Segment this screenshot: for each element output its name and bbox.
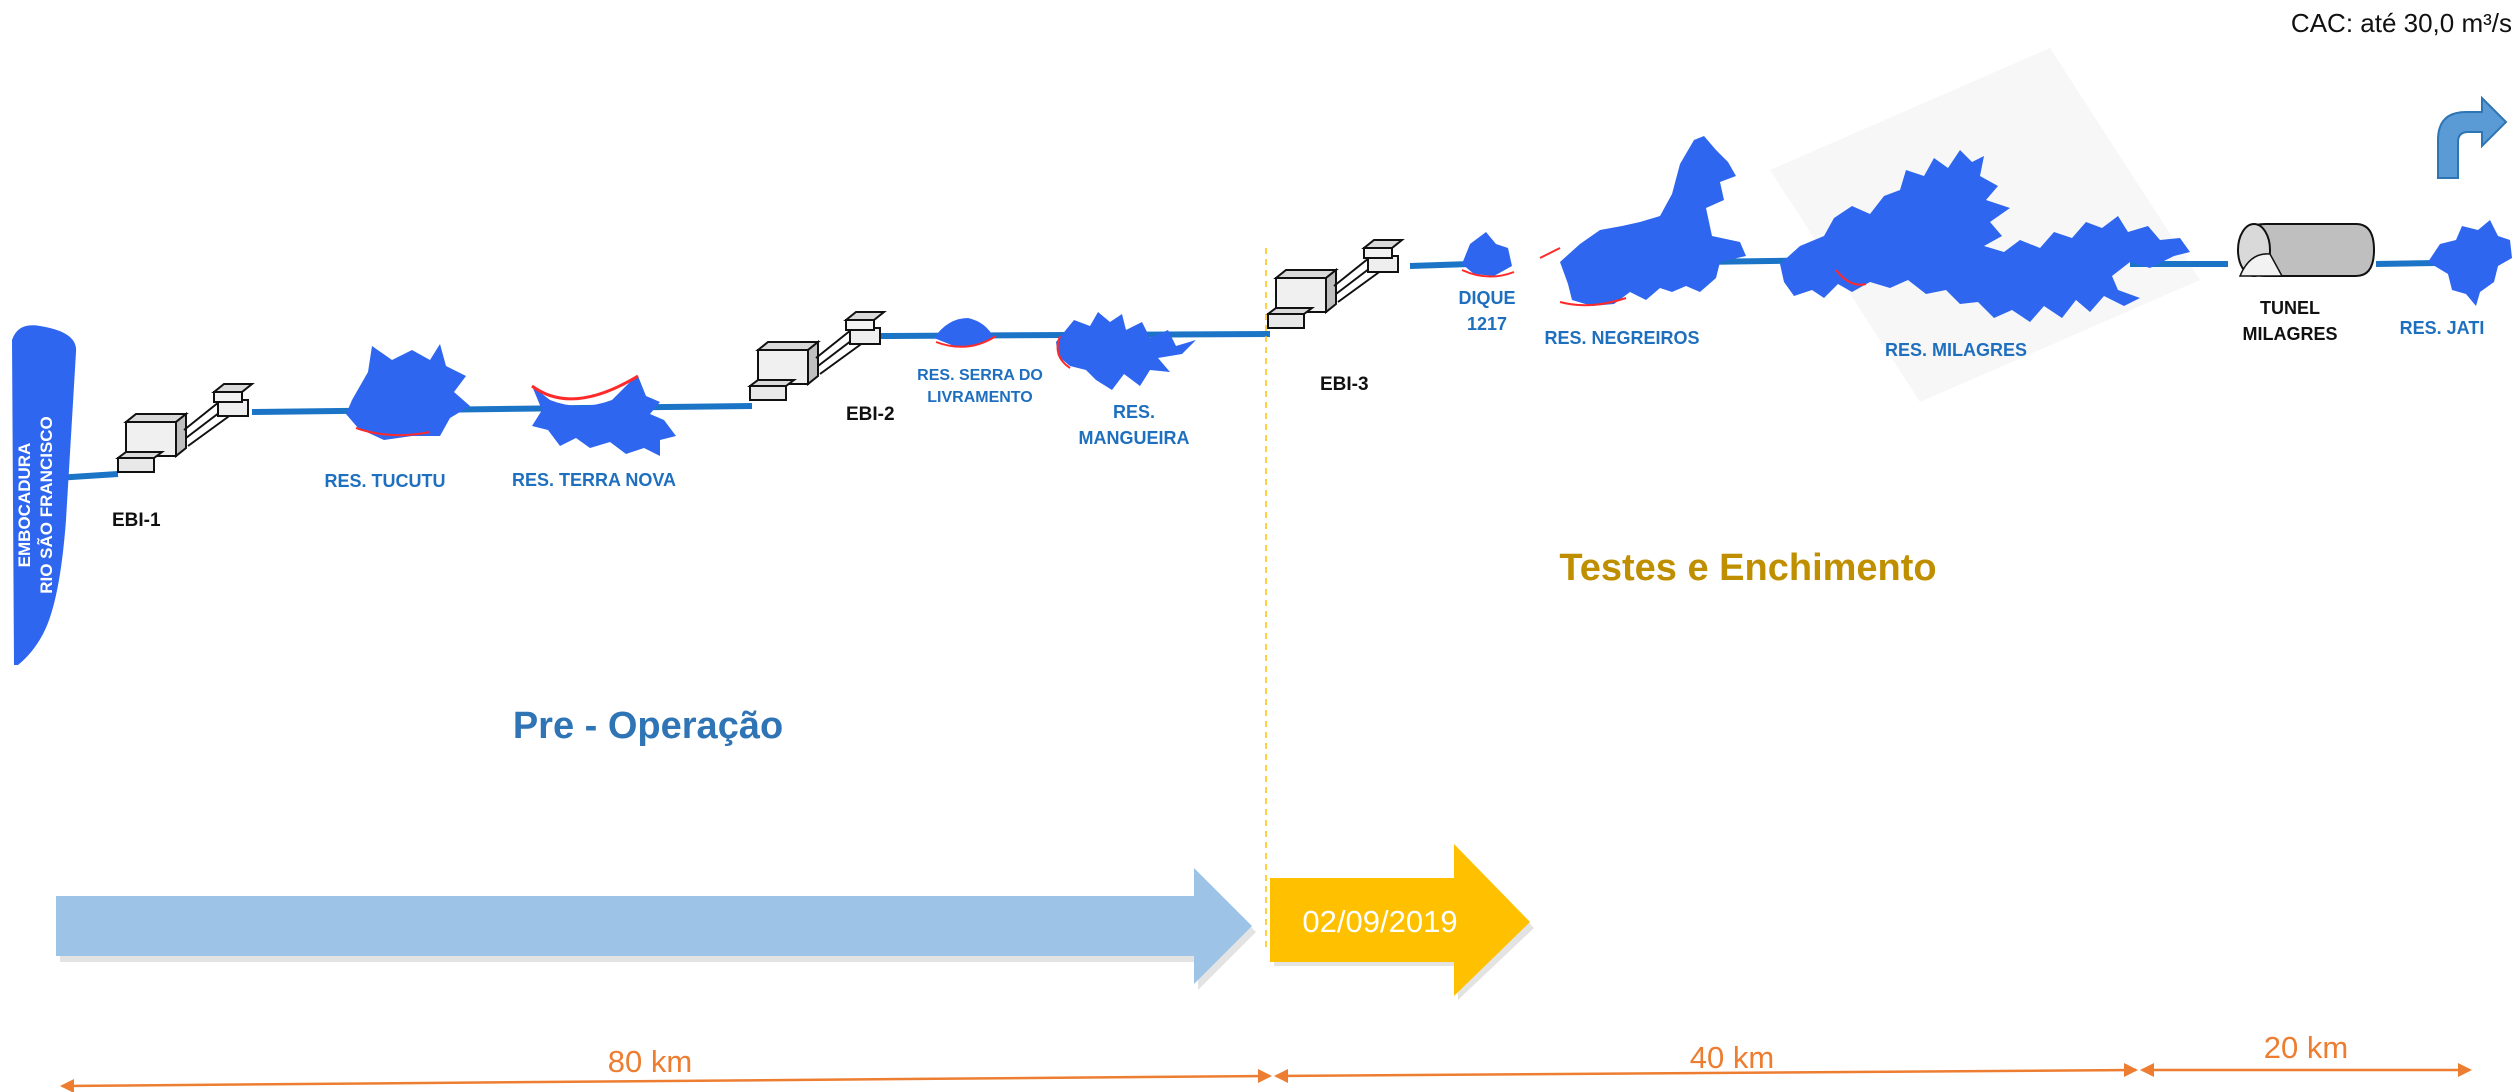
reservoir-mangueira-shape <box>1056 312 1196 390</box>
tunnel-milagres-label-line1: TUNEL <box>2260 298 2320 318</box>
reservoir-negreiros-label: RES. NEGREIROS <box>1544 328 1699 348</box>
tunnel-milagres-icon <box>2237 223 2376 277</box>
reservoir-terra-nova-label: RES. TERRA NOVA <box>512 470 676 490</box>
reservoir-jati-label: RES. JATI <box>2400 318 2485 338</box>
capacity-label: CAC: até 30,0 m³/s <box>2291 8 2512 38</box>
source-label-line2: RIO SÃO FRANCISCO <box>36 416 56 594</box>
distance-label-20km: 20 km <box>2264 1030 2348 1065</box>
reservoir-mangueira-label-line2: MANGUEIRA <box>1079 428 1190 448</box>
distance-scale <box>60 1063 2472 1092</box>
tunnel-milagres-label-line2: MILAGRES <box>2242 324 2337 344</box>
reservoir-terra-nova-shape <box>531 374 676 456</box>
start-date-label: 02/09/2019 <box>1302 904 1457 939</box>
distance-label-80km: 80 km <box>608 1044 692 1079</box>
reservoir-dique-1217-shape <box>1461 232 1515 278</box>
pump-station-ebi3-icon <box>1267 239 1403 329</box>
pre-operation-arrow <box>56 868 1252 984</box>
reservoir-jati-shape <box>2428 220 2512 306</box>
source-label-line1: EMBOCADURA <box>15 443 34 568</box>
reservoir-dique-1217-label-line1: DIQUE <box>1458 288 1515 308</box>
reservoir-tucutu-shape <box>346 344 470 440</box>
reservoir-mangueira-label-line1: RES. <box>1113 402 1155 422</box>
phase-title-tests-filling: Testes e Enchimento <box>1559 547 1936 589</box>
phase-title-pre-operation: Pre - Operação <box>513 705 783 747</box>
pump-station-ebi1-icon <box>117 383 253 473</box>
reservoir-serra-livramento-shape <box>934 318 997 348</box>
outflow-arrow-icon <box>2437 95 2508 179</box>
pump-station-ebi3-label: EBI-3 <box>1320 374 1369 395</box>
pump-station-ebi2-label: EBI-2 <box>846 404 895 425</box>
reservoir-negreiros-shape <box>1539 136 1746 307</box>
reservoir-serra-livramento-label-line1: RES. SERRA DO <box>917 367 1043 384</box>
reservoir-serra-livramento-label-line2: LIVRAMENTO <box>927 389 1032 406</box>
tests-filling-arrow <box>1270 844 1530 996</box>
reservoir-dique-1217-label-line2: 1217 <box>1467 314 1507 334</box>
reservoir-milagres-shape <box>1780 150 2190 322</box>
reservoir-tucutu-label: RES. TUCUTU <box>325 471 446 491</box>
reservoir-milagres-label: RES. MILAGRES <box>1885 340 2027 360</box>
pump-station-ebi1-label: EBI-1 <box>112 510 161 531</box>
distance-label-40km: 40 km <box>1690 1040 1774 1075</box>
river-source-shape <box>12 325 77 665</box>
pump-station-ebi2-icon <box>749 311 885 401</box>
